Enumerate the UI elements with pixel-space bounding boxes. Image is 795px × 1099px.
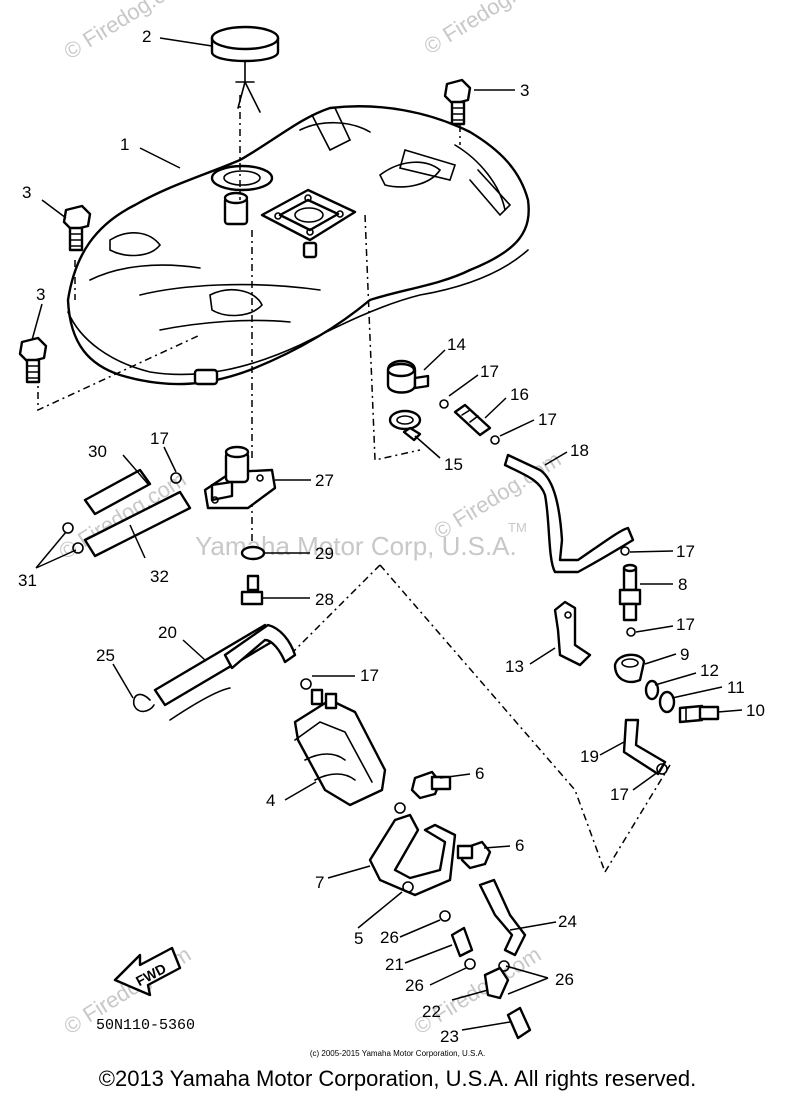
callout-32: 32: [150, 567, 169, 586]
watermark-firedog: © Firedog.com: [59, 0, 195, 64]
bolt-3-top-right: [443, 78, 472, 126]
screw-28: [240, 574, 264, 606]
hose-19: [622, 718, 667, 776]
callout-24: 24: [558, 912, 577, 931]
diagram-code: 50N110-5360: [96, 1017, 195, 1034]
callout-31: 31: [18, 571, 37, 590]
valve-8: [618, 563, 642, 622]
callout-22: 22: [422, 1002, 441, 1021]
hose-24: [478, 878, 527, 957]
callout-16: 16: [510, 385, 529, 404]
callout-17: 17: [676, 615, 695, 634]
clip-17-canister: [300, 678, 312, 690]
washer-12: [644, 679, 660, 701]
cap-14: [386, 359, 430, 394]
callout-1: 1: [120, 135, 129, 154]
callout-17: 17: [538, 410, 557, 429]
fitting-16: [453, 403, 492, 437]
canister-4: [293, 688, 387, 807]
clip-17-right: [620, 546, 630, 556]
callout-12: 12: [700, 661, 719, 680]
bracket-13: [553, 600, 592, 667]
callout-26: 26: [405, 976, 424, 995]
callout-11: 11: [727, 678, 745, 697]
callout-2: 2: [142, 27, 151, 46]
washer-11: [658, 690, 676, 714]
callout-29: 29: [315, 544, 334, 563]
callout-17: 17: [676, 542, 695, 561]
filler-cap: [210, 25, 280, 113]
hose-32: [83, 490, 192, 558]
clip-25: [132, 693, 155, 713]
callout-17: 17: [480, 362, 499, 381]
fuel-cock: [203, 445, 277, 510]
callout-17: 17: [150, 429, 169, 448]
callout-26: 26: [555, 970, 574, 989]
callout-7: 7: [315, 873, 324, 892]
parts-diagram: © Firedog.com © Firedog.com © Firedog.co…: [18, 0, 765, 1046]
watermark-firedog: © Firedog.com: [419, 0, 555, 59]
copyright-main: ©2013 Yamaha Motor Corporation, U.S.A. A…: [98, 1066, 697, 1091]
callout-9: 9: [680, 645, 689, 664]
callout-3: 3: [36, 285, 45, 304]
copyright-small: (c) 2005-2015 Yamaha Motor Corporation, …: [309, 1049, 486, 1058]
hose-20: [153, 623, 297, 707]
bolt-6-upper: [410, 770, 452, 800]
callout-28: 28: [315, 590, 334, 609]
callout-20: 20: [158, 623, 177, 642]
callout-3: 3: [22, 183, 31, 202]
callout-25: 25: [96, 646, 115, 665]
leader-lines: [31, 37, 743, 1031]
callout-8: 8: [678, 575, 687, 594]
clip-5: [402, 881, 414, 893]
callout-13: 13: [505, 657, 524, 676]
clips-17-upper: [439, 399, 500, 445]
hose-route-line: [169, 687, 231, 721]
callout-23: 23: [440, 1027, 459, 1046]
holder-9: [613, 653, 646, 684]
joint-22: [483, 966, 510, 1000]
callout-3: 3: [520, 81, 529, 100]
callout-30: 30: [88, 442, 107, 461]
bolt-3-left-upper: [62, 204, 92, 252]
washer-29: [240, 545, 266, 561]
callout-14: 14: [447, 335, 466, 354]
pipe-23: [506, 1006, 532, 1040]
clips-26: [439, 910, 510, 972]
callout-6: 6: [515, 836, 524, 855]
hose-18: [503, 453, 635, 574]
clip-17-8: [626, 627, 636, 637]
callout-27: 27: [315, 471, 334, 490]
callout-10: 10: [746, 701, 765, 720]
bracket-7: [368, 802, 457, 897]
clip-17-19: [656, 763, 668, 775]
clips-31: [62, 472, 182, 554]
callout-21: 21: [385, 955, 404, 974]
callout-5: 5: [354, 929, 363, 948]
assembly-lines: [37, 95, 671, 873]
fuel-tank: [66, 105, 530, 386]
callout-6: 6: [475, 764, 484, 783]
callout-15: 15: [444, 455, 463, 474]
clamp-15: [388, 409, 422, 442]
callout-26: 26: [380, 928, 399, 947]
bolt-3-left-lower: [18, 336, 48, 384]
pipe-21: [450, 926, 474, 958]
bolt-10: [678, 704, 720, 724]
hose-30: [83, 468, 152, 516]
bolt-6-lower: [456, 840, 492, 870]
callout-18: 18: [570, 441, 589, 460]
callout-4: 4: [266, 791, 275, 810]
callout-17: 17: [360, 666, 379, 685]
watermark-tm: TM: [508, 520, 527, 535]
callout-17: 17: [610, 785, 629, 804]
callout-19: 19: [580, 747, 599, 766]
callout-labels: 1 2 3 3 3 4 5 6 6 7 8 9 10 11 12 13 14 1…: [18, 27, 765, 1046]
